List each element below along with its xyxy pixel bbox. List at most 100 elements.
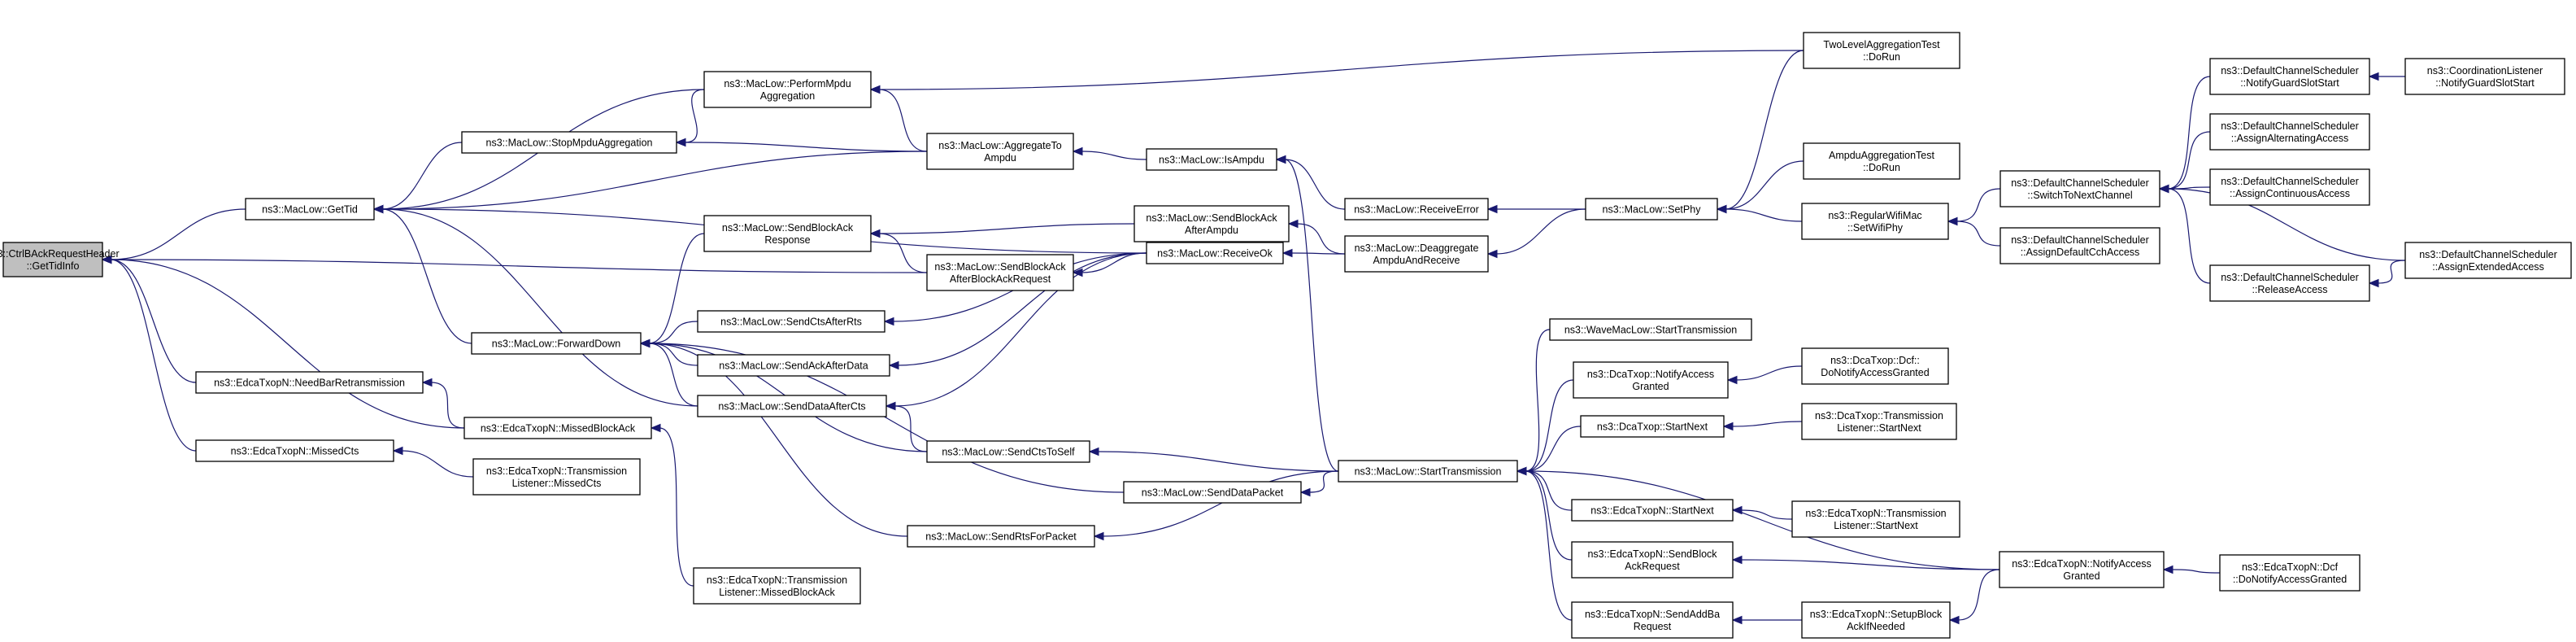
node-box [926,440,1090,463]
node-label-line: Request [1634,621,1672,632]
edge-edca-dcf-notify-to-edca-notifyaccess [2162,565,2221,574]
node-box [1803,142,1960,180]
edge-twolevel-to-setphy [1716,50,1804,214]
edge-assigndefaultcch-to-regularwifimac [1947,216,2001,247]
node-dca-tl-startnext[interactable]: ns3::DcaTxop::TransmissionListener::Star… [1801,403,1957,440]
node-label-line: ns3::MacLow::ReceiveOk [1157,248,1273,260]
node-label-line: ns3::EdcaTxopN::NeedBarRetransmission [214,378,405,389]
node-label-line: ns3::MacLow::AggregateTo [938,140,1062,151]
node-box [1999,551,2165,588]
edge-notifyguard-to-switchtonext [2158,76,2211,194]
node-dcf-notify[interactable]: ns3::DcaTxop::Dcf::DoNotifyAccessGranted [1801,347,1949,385]
node-dca-startnext[interactable]: ns3::DcaTxop::StartNext [1580,415,1725,438]
node-missedblockack[interactable]: ns3::EdcaTxopN::MissedBlockAck [463,417,652,439]
node-receiveok[interactable]: ns3::MacLow::ReceiveOk [1146,242,1284,264]
node-label-line: ns3::DefaultChannelScheduler [2221,176,2359,187]
node-needbar[interactable]: ns3::EdcaTxopN::NeedBarRetransmission [195,371,424,394]
node-stopmpdu[interactable]: ns3::MacLow::StopMpduAggregation [461,131,677,154]
arrowhead [2162,565,2174,574]
edge-line [878,89,928,152]
node-switchtonext[interactable]: ns3::DefaultChannelScheduler::SwitchToNe… [1999,170,2160,207]
node-releaseaccess[interactable]: ns3::DefaultChannelScheduler::ReleaseAcc… [2209,264,2370,302]
node-coordlistener[interactable]: ns3::CoordinationListener::NotifyGuardSl… [2404,58,2565,95]
node-box [1571,499,1734,522]
node-assignalternating[interactable]: ns3::DefaultChannelScheduler::AssignAlte… [2209,113,2370,151]
node-root[interactable]: ns3::CtrlBAckRequestHeader::GetTidInfo [0,242,120,277]
edge-needbar-to-root [101,255,197,383]
edge-line [1740,559,2000,570]
edge-dcf-notify-to-dca-notify [1726,365,1803,385]
node-assignextended[interactable]: ns3::DefaultChannelScheduler::AssignExte… [2404,242,2572,279]
edge-edca-notifyaccess-to-edca-sendbar [1731,555,2000,570]
node-forwarddown[interactable]: ns3::MacLow::ForwardDown [471,332,642,355]
node-label-line: ::DoRun [1863,162,1900,173]
node-assigndefaultcch[interactable]: ns3::DefaultChannelScheduler::AssignDefa… [1999,227,2160,264]
node-setphy[interactable]: ns3::MacLow::SetPhy [1585,198,1718,221]
node-box [1580,415,1725,438]
edge-line [2167,188,2406,261]
node-sendctstoself[interactable]: ns3::MacLow::SendCtsToSelf [926,440,1090,463]
node-sendctsafterrts[interactable]: ns3::MacLow::SendCtsAfterRts [697,310,886,333]
node-senddataaftercts[interactable]: ns3::MacLow::SendDataAfterCts [697,395,887,417]
node-ampduagg[interactable]: AmpduAggregationTest::DoRun [1803,142,1960,180]
node-box [697,395,887,417]
node-box [2219,554,2361,592]
edge-deaggregate-to-receiveok [1281,248,1346,258]
node-dca-notify[interactable]: ns3::DcaTxop::NotifyAccessGranted [1573,361,1729,399]
node-missedcts[interactable]: ns3::EdcaTxopN::MissedCts [195,439,394,462]
edge-isampdu-to-aggregateto [1072,146,1147,160]
node-tl-missedcts[interactable]: ns3::EdcaTxopN::TransmissionListener::Mi… [472,458,641,496]
arrowhead [1072,146,1083,156]
node-edca-startnext[interactable]: ns3::EdcaTxopN::StartNext [1571,499,1734,522]
node-edca-dcf-notify[interactable]: ns3::EdcaTxopN::Dcf::DoNotifyAccessGrant… [2219,554,2361,592]
edge-edca-tl-startnext-to-edca-startnext [1731,505,1793,520]
edge-line [1290,252,1346,255]
node-sendblockackafterbar[interactable]: ns3::MacLow::SendBlockAckAfterBlockAckRe… [926,254,1074,291]
node-edca-tl-startnext[interactable]: ns3::EdcaTxopN::TransmissionListener::St… [1791,500,1960,538]
edge-assignextended-to-releaseaccess [2368,260,2406,288]
node-label-line: ::SwitchToNextChannel [2027,190,2132,201]
edge-edca-notifyaccess-to-starttransmission [1516,466,2000,570]
node-receiveerror[interactable]: ns3::MacLow::ReceiveError [1344,198,1489,221]
node-box [1549,318,1752,341]
node-sendrtsforpacket[interactable]: ns3::MacLow::SendRtsForPacket [907,525,1095,548]
node-isampdu[interactable]: ns3::MacLow::IsAmpdu [1146,148,1277,171]
arrowhead [1486,204,1498,214]
edge-edca-sendaddba-to-starttransmission [1516,466,1573,621]
node-edca-notifyaccess[interactable]: ns3::EdcaTxopN::NotifyAccessGranted [1999,551,2165,588]
node-twolevel[interactable]: TwoLevelAggregationTest::DoRun [1803,32,1960,69]
node-label-line: ns3::MacLow::StartTransmission [1355,466,1502,478]
node-tl-missedblockack[interactable]: ns3::EdcaTxopN::TransmissionListener::Mi… [693,567,861,605]
node-box [2209,58,2370,95]
arrowhead [1947,216,1958,226]
call-edges [101,50,2406,625]
edge-aggregateto-to-gettid [372,151,928,214]
node-label-line: ns3::DcaTxop::Dcf:: [1830,355,1920,366]
node-notifyguard[interactable]: ns3::DefaultChannelScheduler::NotifyGuar… [2209,58,2370,95]
node-senddatapacket[interactable]: ns3::MacLow::SendDataPacket [1123,481,1302,504]
node-label-line: AmpduAndReceive [1373,255,1460,266]
edge-starttransmission-to-senddatapacket [1299,470,1339,497]
node-label-line: ::AssignContinuousAccess [2230,188,2350,199]
arrowhead [1088,447,1099,456]
edge-line [897,252,1147,366]
node-assigncontinuous[interactable]: ns3::DefaultChannelScheduler::AssignCont… [2209,168,2370,206]
node-label-line: ns3::EdcaTxopN::SendBlock [1587,548,1717,560]
node-starttransmission[interactable]: ns3::MacLow::StartTransmission [1338,460,1518,483]
edge-deaggregate-to-sendblockackafterampdu [1287,219,1346,255]
node-sendackafterdata[interactable]: ns3::MacLow::SendAckAfterData [697,354,890,377]
node-wave-start[interactable]: ns3::WaveMacLow::StartTransmission [1549,318,1752,341]
edge-line [1296,223,1346,255]
node-gettid[interactable]: ns3::MacLow::GetTid [245,198,375,221]
arrowhead [1516,466,1527,476]
node-regularwifimac[interactable]: ns3::RegularWifiMac::SetWifiPhy [1801,203,1949,240]
edge-performmpdu-to-stopmpdu [675,89,705,147]
